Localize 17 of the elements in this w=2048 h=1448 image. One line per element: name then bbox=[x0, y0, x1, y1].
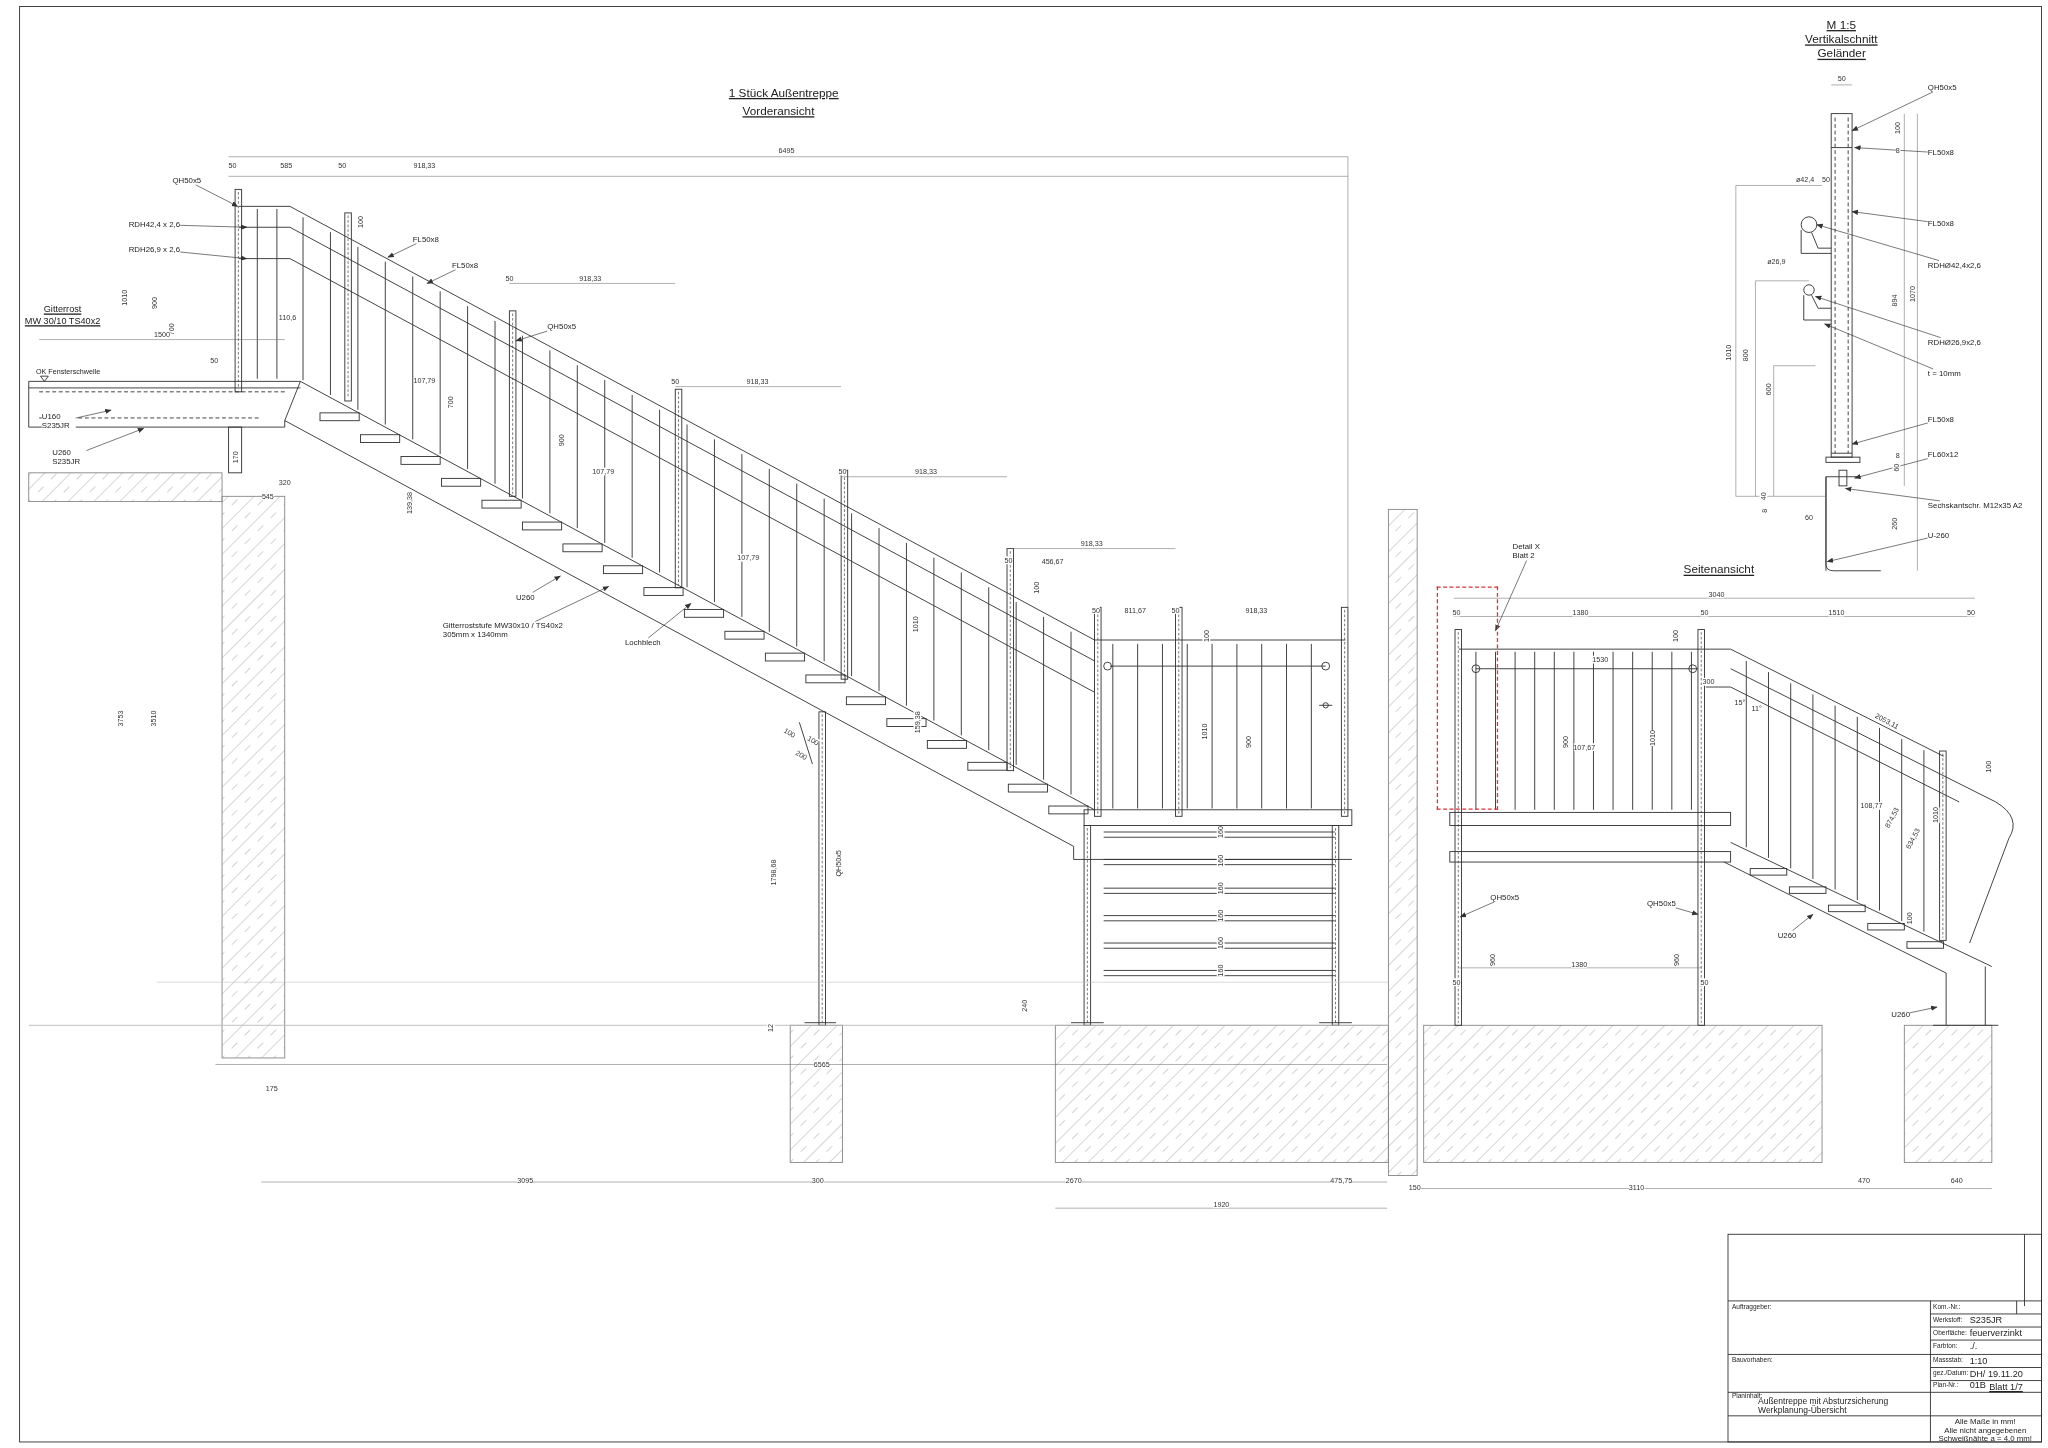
note-text: MW 30/10 TS40x2 bbox=[24, 316, 101, 327]
note-text: Gitterrost bbox=[43, 304, 82, 315]
view-heading: Geländer bbox=[1817, 48, 1866, 62]
sheet-number: Blatt 1/7 bbox=[1989, 1381, 2023, 1392]
view-heading: M 1:5 bbox=[1826, 19, 1856, 33]
plan-content-text: Werkplanung-Übersicht bbox=[1758, 1404, 1847, 1415]
title-block-value: ./. bbox=[1969, 1341, 1978, 1352]
title-block-value: S235JR bbox=[1969, 1315, 2003, 1326]
drawing-title: 1 Stück Außentreppe bbox=[728, 87, 839, 101]
view-heading: Seitenansicht bbox=[1683, 564, 1755, 578]
title-block-value: DH/ 19.11.20 bbox=[1969, 1368, 2023, 1379]
title-block-value: 01B bbox=[1969, 1380, 1986, 1391]
title-block-value: feuerverzinkt bbox=[1969, 1328, 2022, 1339]
view-heading: Vertikalschnitt bbox=[1805, 33, 1878, 47]
view-heading: Vorderansicht bbox=[742, 105, 815, 119]
detail-frame bbox=[1436, 586, 1499, 810]
title-block-value: 1:10 bbox=[1969, 1355, 1988, 1366]
